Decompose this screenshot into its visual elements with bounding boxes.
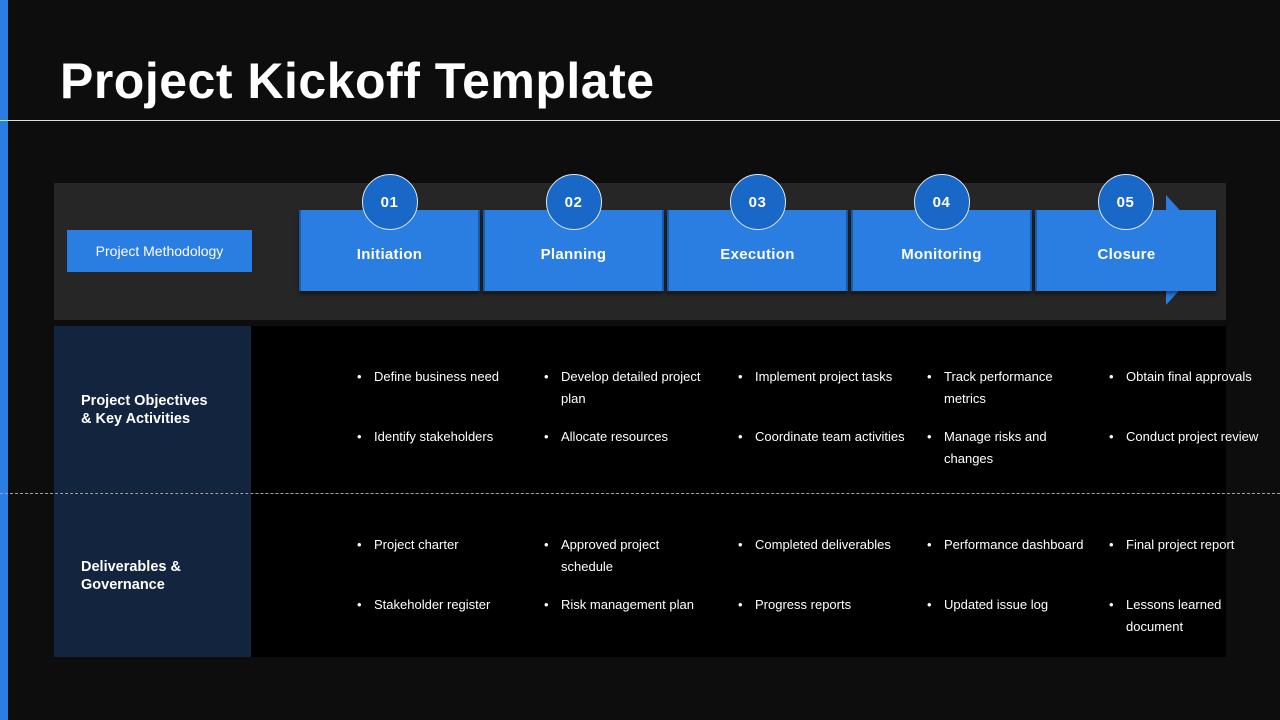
left-accent-bar (0, 0, 8, 720)
bullet-dot-icon: • (544, 597, 549, 612)
bullet-dot-icon: • (738, 369, 743, 384)
column-execution: • Completed deliverables • Progress reports (738, 494, 924, 657)
phase-number-badge-01: 01 (361, 174, 418, 230)
phase-number-badge-04: 04 (913, 174, 970, 230)
row-label-panel: Project Objectives & Key Activities (54, 326, 251, 493)
column-monitoring: • Performance dashboard • Updated issue log (927, 494, 1113, 657)
bullet-dot-icon: • (357, 369, 362, 384)
bullet-dot-icon: • (357, 597, 362, 612)
list-item-label: Lessons learned document (1126, 597, 1222, 634)
list-item-label: Approved project schedule (561, 537, 660, 574)
bullet-dot-icon: • (544, 537, 549, 552)
bullet-dot-icon: • (1109, 537, 1114, 552)
bullet-dot-icon: • (544, 369, 549, 384)
list-item: • Conduct project review (1109, 426, 1279, 448)
phase-label: Monitoring (901, 246, 982, 263)
phase-number-badge-02: 02 (545, 174, 602, 230)
list-item: • Implement project tasks (738, 366, 908, 388)
phase-label: Planning (540, 246, 607, 263)
list-item-label: Develop detailed project plan (561, 369, 701, 406)
bullet-dot-icon: • (927, 537, 932, 552)
list-item: • Stakeholder register (357, 594, 527, 616)
list-item: • Track performance metrics (927, 366, 1097, 410)
phase-label: Execution (720, 246, 795, 263)
list-item: • Define business need (357, 366, 527, 388)
list-item: • Lessons learned document (1109, 594, 1279, 638)
phase-number-badge-03: 03 (729, 174, 786, 230)
column-planning: • Approved project schedule • Risk manageme… (544, 494, 730, 657)
list-item: • Develop detailed project plan (544, 366, 714, 410)
list-item: • Allocate resources (544, 426, 714, 448)
list-item-label: Progress reports (755, 597, 852, 612)
column-initiation: • Define business need • Identify stakehold… (357, 326, 543, 493)
phase-number-badge-05: 05 (1097, 174, 1154, 230)
bullet-dot-icon: • (927, 369, 932, 384)
bullet-dot-icon: • (738, 597, 743, 612)
row-divider-dashed (0, 493, 1280, 494)
list-item-label: Stakeholder register (374, 597, 491, 612)
list-item-label: Project charter (374, 537, 459, 552)
list-item-label: Implement project tasks (755, 369, 893, 384)
column-monitoring: • Track performance metrics • Manage risks … (927, 326, 1113, 493)
title-divider-rule (0, 120, 1280, 121)
list-item-label: Updated issue log (944, 597, 1049, 612)
phase-box-initiation[interactable]: Initiation (299, 210, 480, 291)
list-item: • Manage risks and changes (927, 426, 1097, 470)
bullet-dot-icon: • (544, 429, 549, 444)
list-item-label: Performance dashboard (944, 537, 1084, 552)
list-item-label: Define business need (374, 369, 500, 384)
list-item: • Completed deliverables (738, 534, 908, 556)
phase-label: Initiation (356, 246, 423, 263)
list-item-label: Allocate resources (561, 429, 668, 444)
list-item: • Identify stakeholders (357, 426, 527, 448)
list-item-label: Obtain final approvals (1126, 369, 1252, 384)
bullet-dot-icon: • (927, 429, 932, 444)
list-item: • Final project report (1109, 534, 1279, 556)
row-columns: • Define business need • Identify stakehold… (251, 326, 1258, 493)
bullet-dot-icon: • (357, 537, 362, 552)
phase-label: Closure (1097, 246, 1156, 263)
list-item: • Risk management plan (544, 594, 714, 616)
bullet-dot-icon: • (357, 429, 362, 444)
bullet-dot-icon: • (927, 597, 932, 612)
bullet-dot-icon: • (738, 537, 743, 552)
list-item-label: Manage risks and changes (944, 429, 1047, 466)
list-item: • Updated issue log (927, 594, 1097, 616)
list-item-label: Track performance metrics (944, 369, 1053, 406)
list-item-label: Risk management plan (561, 597, 694, 612)
column-execution: • Implement project tasks • Coordinate team… (738, 326, 924, 493)
list-item: • Progress reports (738, 594, 908, 616)
row-columns: • Project charter • Stakeholder register • Ap… (251, 494, 1234, 657)
page-title: Project Kickoff Template (60, 53, 655, 109)
column-closure: • Obtain final approvals • Conduct project … (1109, 326, 1280, 493)
column-closure: • Final project report • Lessons learned do… (1109, 494, 1280, 657)
list-item: • Project charter (357, 534, 527, 556)
row-label-panel: Deliverables & Governance (54, 494, 251, 657)
list-item: • Approved project schedule (544, 534, 714, 578)
bullet-dot-icon: • (1109, 429, 1114, 444)
list-item-label: Identify stakeholders (374, 429, 494, 444)
bullet-dot-icon: • (1109, 369, 1114, 384)
content-row-deliverables: Deliverables & Governance • Project charte… (54, 494, 1234, 657)
list-item-label: Completed deliverables (755, 537, 891, 552)
column-planning: • Develop detailed project plan • Allocate … (544, 326, 730, 493)
content-row-objectives: Project Objectives & Key Activities • Defi… (54, 326, 1258, 493)
bullet-dot-icon: • (738, 429, 743, 444)
row-label-text: Project Objectives & Key Activities (81, 392, 208, 427)
methodology-label: Project Methodology (67, 230, 252, 272)
list-item-label: Final project report (1126, 537, 1235, 552)
list-item-label: Conduct project review (1126, 429, 1259, 444)
bullet-dot-icon: • (1109, 597, 1114, 612)
list-item: • Coordinate team activities (738, 426, 908, 448)
list-item: • Performance dashboard (927, 534, 1097, 556)
row-label-text: Deliverables & Governance (81, 558, 181, 593)
column-initiation: • Project charter • Stakeholder register (357, 494, 543, 657)
list-item: • Obtain final approvals (1109, 366, 1279, 388)
list-item-label: Coordinate team activities (755, 429, 905, 444)
